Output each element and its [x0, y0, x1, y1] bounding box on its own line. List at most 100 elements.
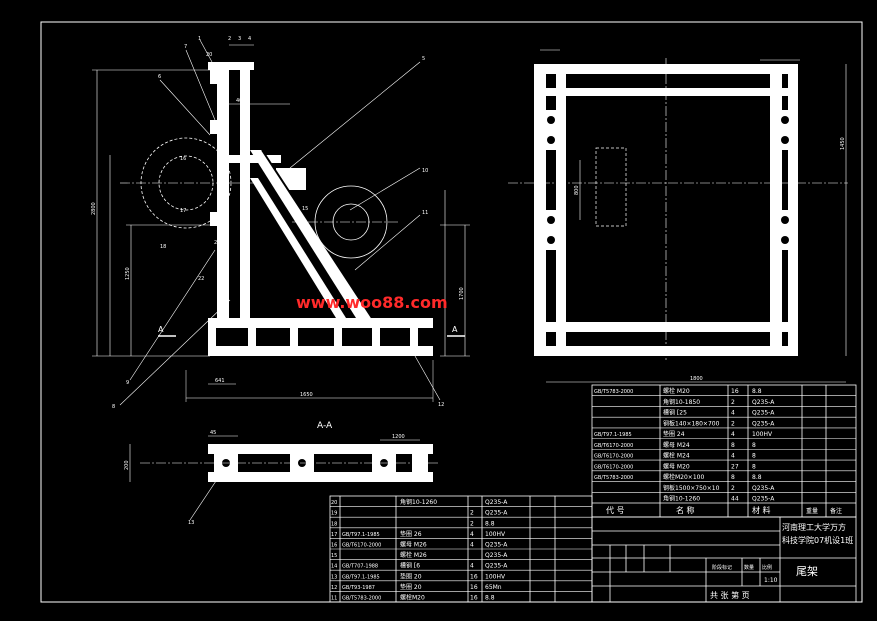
header-code: 代 号	[606, 505, 625, 515]
dim-side-1: 1250	[125, 267, 131, 280]
bom-left-qty: 2	[470, 520, 474, 527]
bom-right-name: 螺栓 M24	[663, 452, 690, 460]
dim-top: 400	[236, 98, 246, 104]
bom-right-qty: 4	[731, 410, 735, 417]
bom-left-number: 18	[331, 521, 337, 527]
header-material: 材 料	[752, 505, 771, 515]
bom-right-qty: 27	[731, 463, 739, 470]
bom-left-material: 100HV	[485, 531, 506, 538]
bom-left-number: 11	[331, 596, 337, 602]
drawing-name: 尾架	[796, 565, 818, 578]
bom-left-qty: 4	[470, 531, 474, 538]
dim-bottom-length: 1650	[300, 392, 313, 398]
bom-left-material: 100HV	[485, 573, 506, 580]
bom-right-name: 角钢10-1260	[663, 495, 700, 503]
bom-right-qty: 8	[731, 474, 735, 481]
bom-right-qty: 16	[731, 388, 739, 395]
bom-left-code: GB/T93-1987	[342, 585, 375, 591]
sheet-info: 共 张 第 页	[710, 590, 750, 600]
bom-right-material: 8	[752, 463, 756, 470]
bom-right-code: GB/T5783-2000	[594, 475, 633, 481]
scale-value: 1:10	[764, 577, 778, 584]
bom-left-qty: 16	[470, 595, 478, 602]
bom-left-code: GB/T97.1-1985	[342, 532, 380, 538]
bom-right-code: GB/T6170-2000	[594, 443, 633, 449]
section-marker-left: A	[158, 325, 164, 334]
bom-left-name: 垫圈 26	[400, 530, 422, 538]
bom-right-name: 钢板140×180×700	[663, 419, 720, 427]
callout-number: 12	[438, 402, 444, 408]
bom-left-qty: 4	[470, 563, 474, 570]
bom-right-material: 100HV	[752, 431, 773, 438]
bom-left-code: GB/T97.1-1985	[342, 574, 380, 580]
bom-right-name: 螺栓M20×100	[663, 473, 704, 481]
header-note: 备注	[830, 507, 842, 515]
callout-number: 18	[160, 244, 166, 250]
bom-left-qty: 16	[470, 573, 478, 580]
bom-right-code: GB/T6170-2000	[594, 454, 633, 460]
bom-left-material: Q235-A	[485, 563, 508, 570]
bom-right-qty: 8	[731, 442, 735, 449]
bom-right-qty: 2	[731, 399, 735, 406]
bom-left-qty: 4	[470, 542, 474, 549]
dim-right-width: 1800	[690, 376, 703, 382]
bom-right-name: 螺栓 M20	[663, 387, 690, 395]
bom-right-name: 垫圈 24	[663, 430, 685, 438]
callout-number: 7	[184, 44, 187, 50]
bom-left-name: 垫圈 20	[400, 572, 422, 580]
bom-left-number: 14	[331, 564, 337, 570]
bom-right-name: 螺母 M20	[663, 462, 690, 470]
bom-right-material: 8	[752, 442, 756, 449]
bom-left-number: 19	[331, 511, 337, 517]
watermark: www.woo88.com	[296, 293, 448, 312]
bom-left-number: 17	[331, 532, 337, 538]
callout-number: 20	[206, 52, 212, 58]
col-stage: 阶段标记	[712, 564, 732, 571]
bom-right-grid	[591, 384, 857, 518]
dim-right-height: 1450	[840, 137, 846, 150]
bom-right-code: GB/T97.1-1985	[594, 432, 632, 438]
bom-right-qty: 2	[731, 485, 735, 492]
callout-number: 15	[302, 206, 308, 212]
callout-number: 21	[214, 240, 220, 246]
dim-right-mid: 800	[574, 185, 580, 195]
bom-right-material: 8.8	[752, 474, 762, 481]
bom-left-material: 8.8	[485, 520, 495, 527]
section-title: A-A	[317, 421, 333, 431]
callout-number: 16	[180, 156, 186, 162]
dim-section-height: 200	[124, 460, 130, 470]
callout-number: 14	[292, 168, 298, 174]
bom-left-name: 垫圈 20	[400, 583, 422, 591]
school-line-1: 河南理工大学万方	[782, 522, 846, 532]
bom-right-name: 螺母 M24	[663, 441, 690, 449]
callout-number: 10	[422, 168, 428, 174]
callout-number: 6	[158, 74, 161, 80]
callout-number: 4	[248, 36, 251, 42]
bom-left-name: 螺母 M26	[400, 541, 427, 549]
bom-right-qty: 2	[731, 420, 735, 427]
bom-left-code: GB/T6170-2000	[342, 543, 381, 549]
bom-left-material: Q235-A	[485, 552, 508, 559]
bom-left-code: GB/T707-1988	[342, 564, 378, 570]
bom-left-qty: 16	[470, 584, 478, 591]
bom-right-qty: 4	[731, 431, 735, 438]
callout-number: 5	[422, 56, 425, 62]
callout-number: 9	[126, 380, 129, 386]
bom-left-name: 角钢10-1260	[400, 498, 437, 506]
bom-left-code: GB/T5783-2000	[342, 596, 381, 602]
bom-right-name: 钢板1500×750×10	[663, 484, 720, 492]
callout-number: 1	[198, 36, 201, 42]
col-scale: 比例	[762, 564, 772, 571]
callout-number: 3	[238, 36, 241, 42]
bom-right-code: GB/T5783-2000	[594, 389, 633, 395]
bom-left-number: 12	[331, 585, 337, 591]
col-qty: 数量	[744, 564, 754, 571]
callout-number: 8	[112, 404, 115, 410]
school-line-2: 科技学院07机设1班	[782, 535, 853, 545]
side-view	[508, 49, 848, 383]
bom-left-material: Q235-A	[485, 499, 508, 506]
bom-left-material: 8.8	[485, 595, 495, 602]
